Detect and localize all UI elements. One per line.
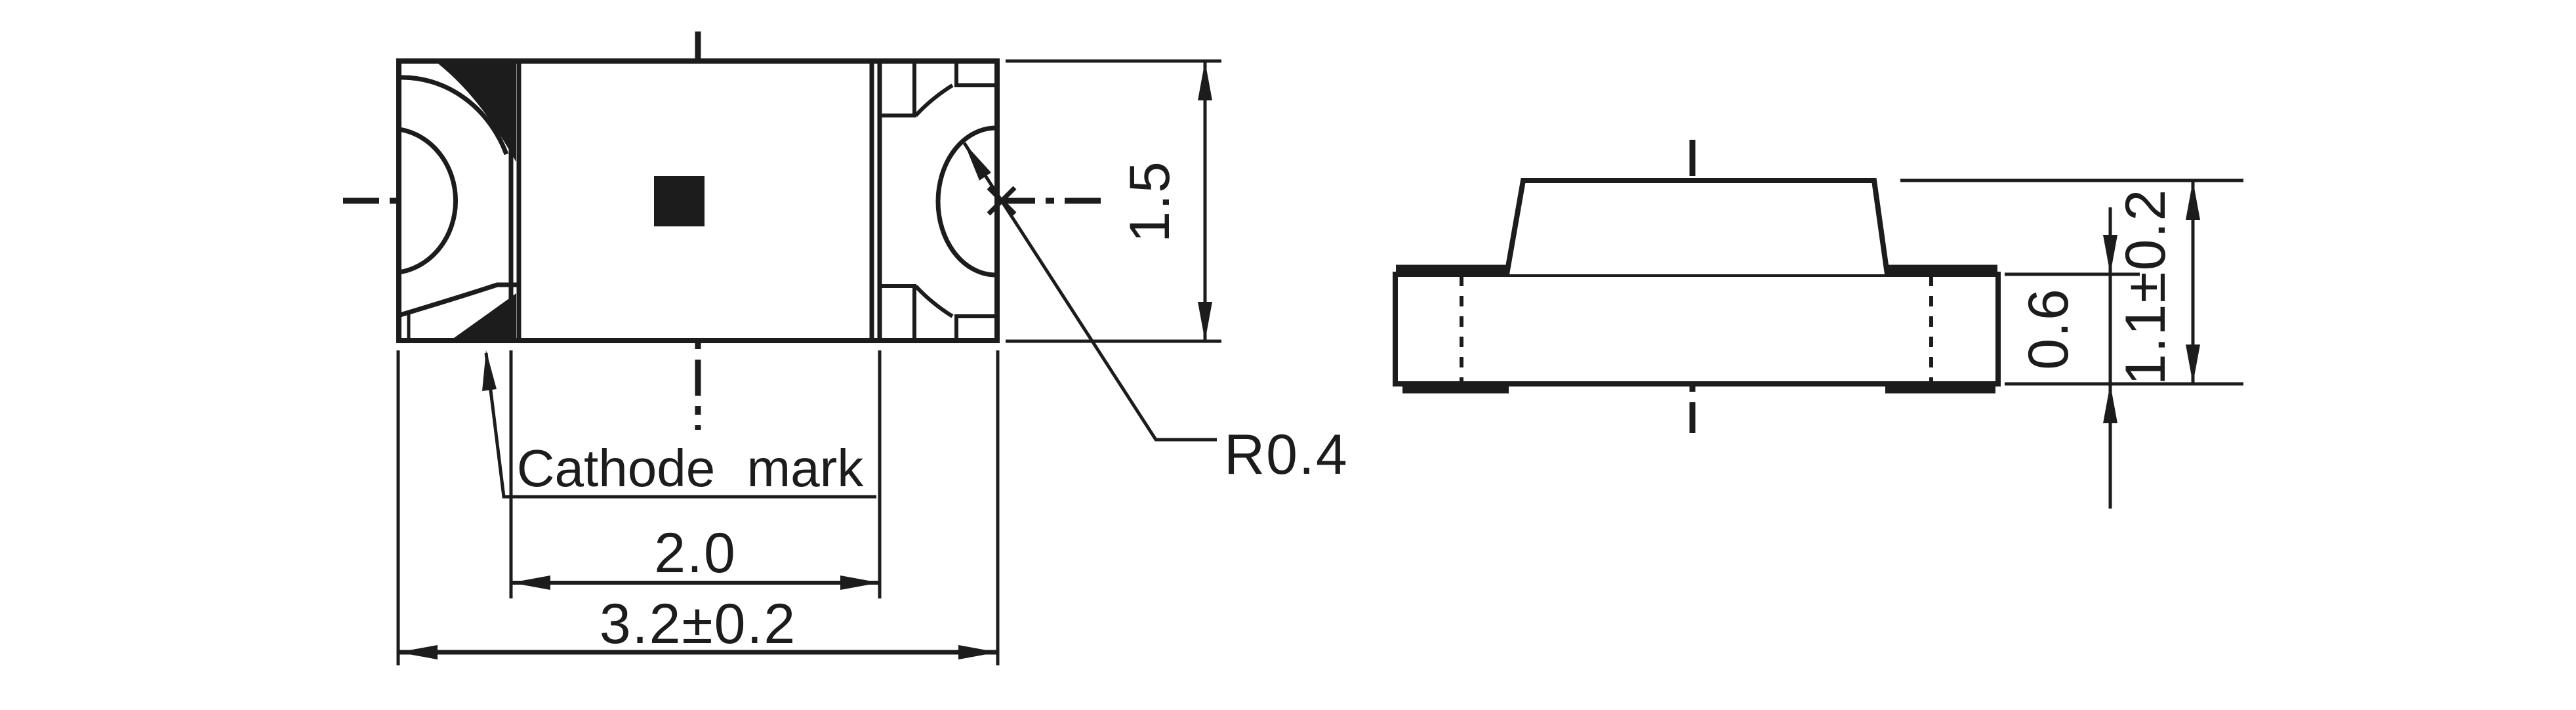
anode-corner-step-top bbox=[954, 62, 994, 87]
dim-total-height-value: 1.1±0.2 bbox=[2114, 188, 2177, 385]
top-view: 1.5 2.0 3.2±0.2 Cathode mark bbox=[343, 31, 1349, 665]
anode-corner-step-bottom bbox=[954, 314, 994, 339]
radius-leader-arrow bbox=[964, 143, 991, 180]
radius-leader-line bbox=[962, 142, 1217, 442]
anode-pad-bottom-arc bbox=[914, 284, 954, 318]
cathode-leader-line bbox=[484, 352, 876, 499]
cathode-mark-top-wedge bbox=[438, 64, 516, 162]
dim-overall-arrow-left bbox=[398, 645, 438, 659]
anode-inner-step-bottom bbox=[880, 284, 916, 339]
dim-base-arrow-top bbox=[2103, 235, 2117, 274]
dim-inner-width: 2.0 bbox=[509, 350, 882, 598]
cathode-corner-step bbox=[399, 312, 411, 338]
cathode-pad-bottom-arc bbox=[399, 282, 519, 318]
radius-value: R0.4 bbox=[1224, 423, 1349, 486]
dim-base-arrow-bottom bbox=[2103, 384, 2117, 423]
dim-overall-arrow-right bbox=[958, 645, 998, 659]
dim-base-height-value: 0.6 bbox=[2017, 287, 2080, 370]
dim-height-value: 1.5 bbox=[1118, 160, 1181, 243]
anode-terminal bbox=[869, 61, 996, 341]
dim-height-arrow-bottom bbox=[1198, 302, 1212, 341]
dim-height: 1.5 bbox=[1006, 59, 1221, 343]
led-chip-square bbox=[654, 176, 705, 226]
dim-total-arrow-top bbox=[2186, 180, 2200, 220]
cathode-mark-label: Cathode mark bbox=[517, 439, 864, 497]
cathode-mark-bottom-wedge bbox=[454, 293, 516, 338]
radius-center-x-mark bbox=[987, 186, 1017, 216]
dim-inner-arrow-right bbox=[840, 575, 880, 590]
side-view: 0.6 1.1±0.2 bbox=[1393, 140, 2243, 509]
dim-base-height: 0.6 bbox=[2005, 207, 2140, 509]
radius-callout: R0.4 bbox=[962, 142, 1349, 486]
package-outline bbox=[396, 58, 1000, 343]
dim-overall-width: 3.2±0.2 bbox=[396, 350, 1000, 665]
cathode-pad-outer-arc bbox=[399, 75, 509, 156]
cathode-mark-callout: Cathode mark bbox=[482, 350, 876, 499]
dim-overall-width-value: 3.2±0.2 bbox=[600, 593, 796, 656]
side-body-outline bbox=[1393, 272, 2001, 386]
anode-castellation-arc bbox=[935, 125, 996, 278]
cathode-castellation-arc bbox=[398, 127, 458, 275]
anode-inner-step-top bbox=[880, 62, 916, 117]
dim-inner-width-value: 2.0 bbox=[654, 522, 737, 585]
dim-height-arrow-top bbox=[1198, 61, 1212, 100]
cathode-terminal bbox=[398, 61, 521, 341]
dim-total-arrow-bottom bbox=[2186, 345, 2200, 384]
dim-total-height: 1.1±0.2 bbox=[1900, 178, 2243, 386]
side-lens-trapezoid bbox=[1504, 178, 1890, 275]
anode-pad-top-arc bbox=[914, 83, 954, 117]
dim-inner-arrow-left bbox=[511, 575, 550, 590]
cathode-leader-arrow bbox=[482, 350, 497, 391]
